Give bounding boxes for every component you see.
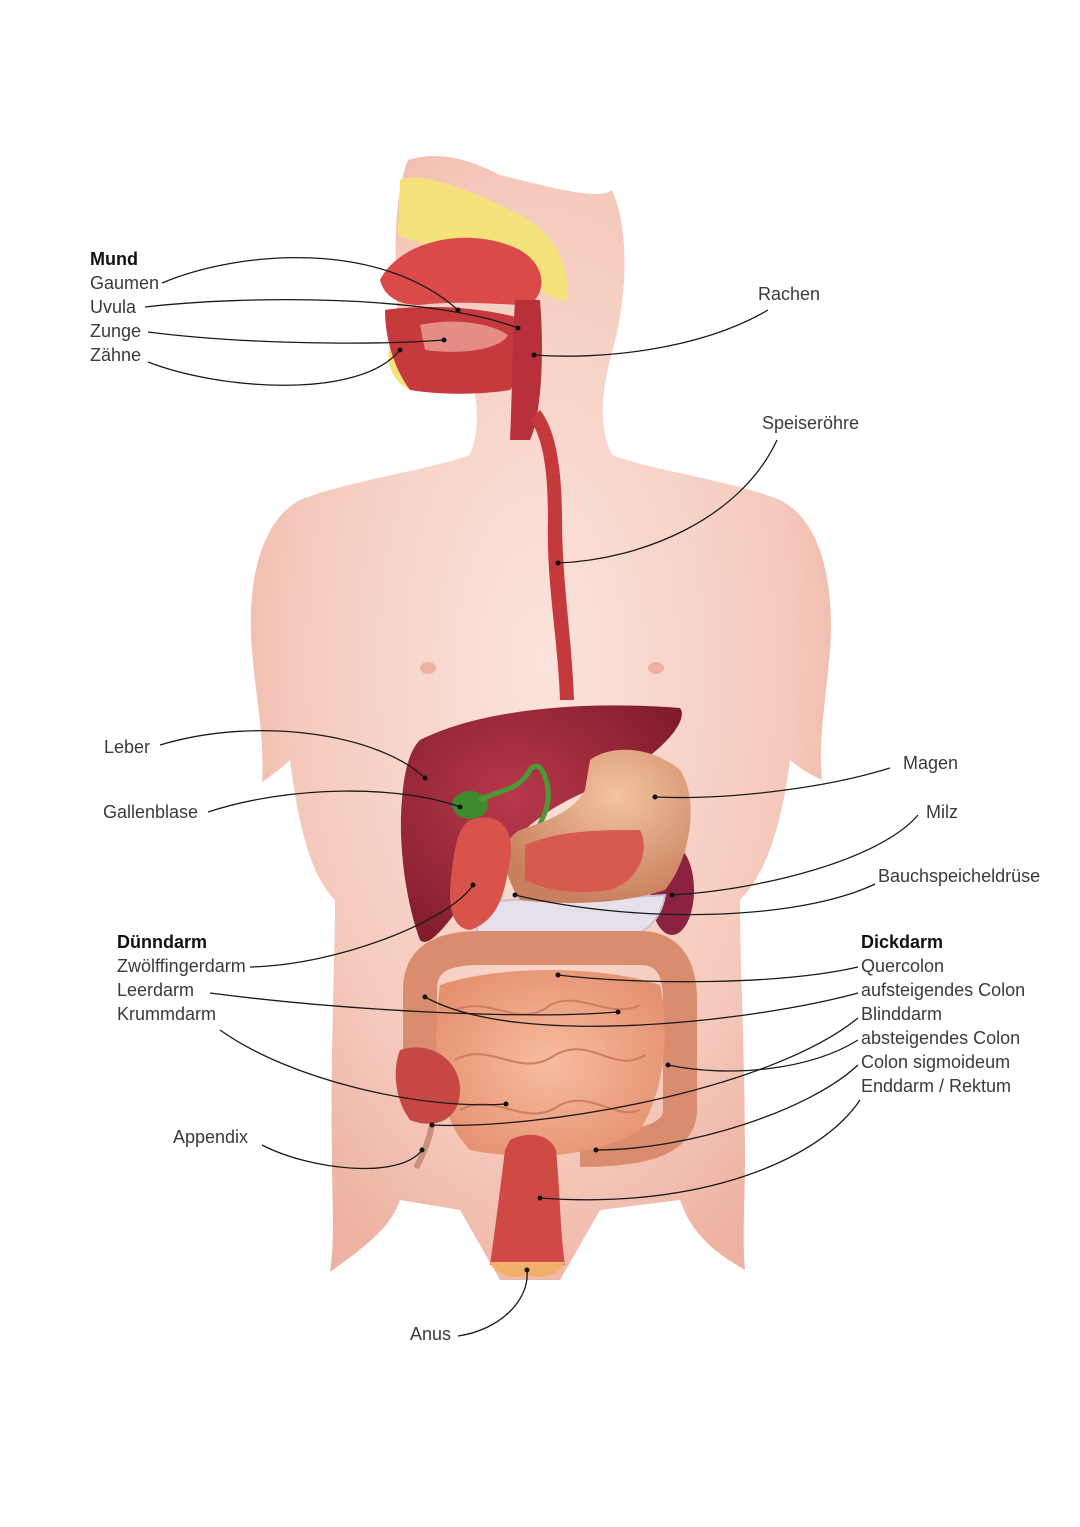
- group-heading-mund: Mund: [90, 249, 138, 269]
- leader-gallenblase: [207, 790, 461, 813]
- label-blinddarm: Blinddarm: [861, 1004, 943, 1024]
- leader-uvula: [144, 299, 519, 329]
- label-zaehne: Zähne: [90, 345, 142, 365]
- leader-enddarm-rektum: [539, 1099, 861, 1201]
- leader-leber: [159, 730, 426, 779]
- leader-quercolon: [557, 966, 859, 983]
- label-speiseroehre: Speiseröhre: [762, 413, 860, 433]
- label-anus: Anus: [410, 1324, 452, 1344]
- label-gallenblase: Gallenblase: [103, 802, 199, 822]
- leader-rachen: [533, 309, 769, 357]
- label-bauchspeicheldruese: Bauchspeicheldrüse: [878, 866, 1041, 886]
- leader-zunge: [147, 331, 445, 344]
- leader-aufsteigendes-colon: [424, 992, 859, 1027]
- cecum-shape: [395, 1047, 460, 1124]
- label-zwoelffingerdarm: Zwölffingerdarm: [117, 956, 246, 976]
- leader-krummdarm: [219, 1029, 507, 1106]
- label-quercolon: Quercolon: [861, 956, 945, 976]
- leader-milz: [671, 814, 919, 896]
- leader-blinddarm: [431, 1017, 859, 1127]
- leader-zwoelffingerdarm: [249, 884, 474, 968]
- duodenum-shape: [449, 817, 511, 930]
- label-appendix: Appendix: [173, 1127, 249, 1147]
- label-leber: Leber: [104, 737, 151, 757]
- gallbladder-shape: [452, 791, 488, 819]
- leader-speiseroehre: [557, 439, 778, 564]
- head-anatomy: [380, 177, 569, 440]
- small-intestine-shape: [436, 970, 665, 1156]
- leader-magen: [654, 767, 891, 799]
- label-colon-sigmoideum: Colon sigmoideum: [861, 1052, 1011, 1072]
- colon-shape: [403, 931, 697, 1167]
- label-magen: Magen: [903, 753, 959, 773]
- label-enddarm-rektum: Enddarm / Rektum: [861, 1076, 1012, 1096]
- label-krummdarm: Krummdarm: [117, 1004, 217, 1024]
- label-leerdarm: Leerdarm: [117, 980, 195, 1000]
- label-rachen: Rachen: [758, 284, 821, 304]
- leader-leerdarm: [209, 992, 619, 1016]
- label-gaumen: Gaumen: [90, 273, 160, 293]
- label-uvula: Uvula: [90, 297, 137, 317]
- group-heading-duenndarm: Dünndarm: [117, 932, 207, 952]
- group-heading-dickdarm: Dickdarm: [861, 932, 944, 952]
- esophagus-shape: [530, 410, 574, 700]
- leader-colon-sigmoideum: [595, 1064, 859, 1151]
- leader-gaumen: [161, 256, 459, 311]
- leader-lines: [144, 256, 919, 1337]
- label-zunge: Zunge: [90, 321, 142, 341]
- label-absteigendes-colon: absteigendes Colon: [861, 1028, 1021, 1048]
- label-milz: Milz: [926, 802, 958, 822]
- leader-appendix: [261, 1144, 423, 1170]
- leader-anus: [457, 1269, 528, 1337]
- leader-zaehne: [147, 349, 401, 386]
- leader-bauchspeicheldruese: [514, 883, 876, 916]
- label-aufsteigendes-colon: aufsteigendes Colon: [861, 980, 1026, 1000]
- rectum-shape: [490, 1134, 565, 1265]
- leader-absteigendes-colon: [667, 1039, 859, 1072]
